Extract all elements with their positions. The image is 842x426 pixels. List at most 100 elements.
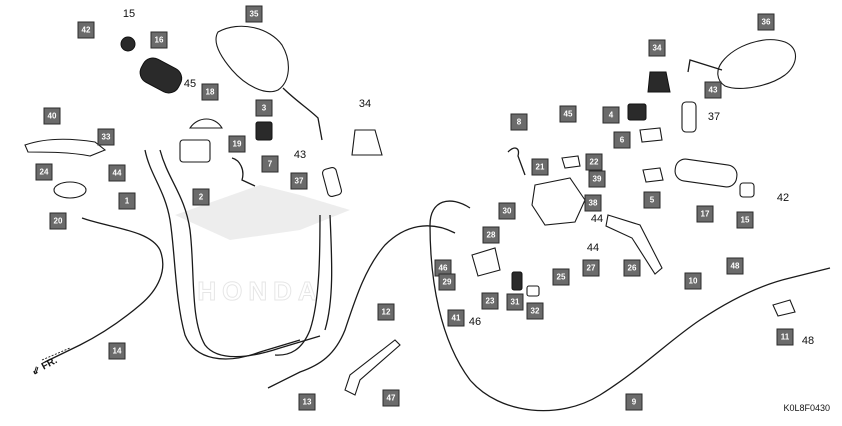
callout-number: 28 [487,231,496,240]
callout-box [588,170,606,188]
callout-20: 20 [49,212,67,230]
watermark-text: HONDA [197,276,322,306]
callout-box [35,163,53,181]
callout-box [585,153,603,171]
callout-number: 34 [359,98,371,110]
callout-box [108,164,126,182]
callout-46: 46 [434,259,452,277]
cable-guide-8 [507,147,526,176]
callout-42: 42 [77,21,95,39]
callout-box [290,172,308,190]
callout-number: 26 [628,264,637,273]
callout-number: 12 [382,308,391,317]
right-brake-lever-26 [605,214,663,275]
wire-7 [231,157,256,187]
callout-number: 44 [591,213,603,225]
callout-22: 22 [585,153,603,171]
callout-box [602,106,620,124]
callout-number: 25 [557,273,566,282]
callout-number: 38 [589,199,598,208]
cable-1-throttle [144,149,321,360]
callout-26: 26 [623,259,641,277]
callout-4: 4 [602,106,620,124]
callout-box [298,393,316,411]
callout-35: 35 [245,5,263,23]
callout-box [613,131,631,149]
cable-14-rear-brake [41,217,164,363]
callout-number: 16 [155,36,164,45]
callout-box [757,13,775,31]
callout-box [648,39,666,57]
callout-box [382,389,400,407]
callout-9: 9 [625,393,643,411]
callout-box [625,393,643,411]
callout-45: 45 [559,105,577,123]
callout-13: 13 [298,393,316,411]
callout-number: 10 [689,277,698,286]
callout-number: 39 [593,175,602,184]
callout-number: 45 [184,78,196,90]
callout-box [108,342,126,360]
callout-39: 39 [588,170,606,188]
right-grip-17 [674,158,738,188]
callout-44: 44 [587,242,599,254]
callout-44: 44 [108,164,126,182]
callout-number: 5 [650,196,655,205]
callout-27: 27 [582,259,600,277]
callout-number: 37 [295,177,304,186]
switch-cover-18 [188,118,223,129]
callout-box [150,31,168,49]
callout-box [498,202,516,220]
callout-5: 5 [643,191,661,209]
callout-38: 38 [584,194,602,212]
left-mirror-35 [215,25,323,141]
callout-number: 35 [250,10,259,19]
callout-box [704,81,722,99]
callout-number: 24 [40,168,49,177]
callout-19: 19 [228,135,246,153]
callout-number: 13 [303,398,312,407]
left-brake-lever-24 [24,138,107,157]
callout-number: 15 [123,8,135,20]
boot-34-left [351,129,383,156]
callout-29: 29 [438,273,456,291]
callout-box [447,309,465,327]
callout-8: 8 [510,113,528,131]
callout-number: 3 [262,104,267,113]
callout-number: 30 [503,207,512,216]
callout-43: 43 [704,81,722,99]
cable-end-11 [772,299,796,317]
callout-box [261,155,279,173]
callout-44: 44 [591,213,603,225]
callout-box [49,212,67,230]
callout-box [192,188,210,206]
callout-number: 44 [587,242,599,254]
callout-number: 32 [531,307,540,316]
callout-47: 47 [382,389,400,407]
switch-6 [639,127,663,143]
bar-end-15-right [739,182,755,198]
callout-number: 6 [620,136,625,145]
callout-23: 23 [481,292,499,310]
callout-box [552,268,570,286]
callout-12: 12 [377,303,395,321]
callout-number: 46 [469,316,481,328]
left-grip-16 [139,57,183,94]
callout-number: 19 [233,140,242,149]
spring-31 [511,271,523,291]
callout-37: 37 [708,111,720,123]
callout-box [118,192,136,210]
callout-28: 28 [482,226,500,244]
callout-40: 40 [43,107,61,125]
callout-42: 42 [777,192,789,204]
callout-box [201,83,219,101]
callout-number: 14 [113,347,122,356]
callout-box [481,292,499,310]
callout-32: 32 [526,302,544,320]
callout-37: 37 [290,172,308,190]
callout-number: 41 [452,314,461,323]
callout-36: 36 [757,13,775,31]
callout-number: 47 [387,394,396,403]
